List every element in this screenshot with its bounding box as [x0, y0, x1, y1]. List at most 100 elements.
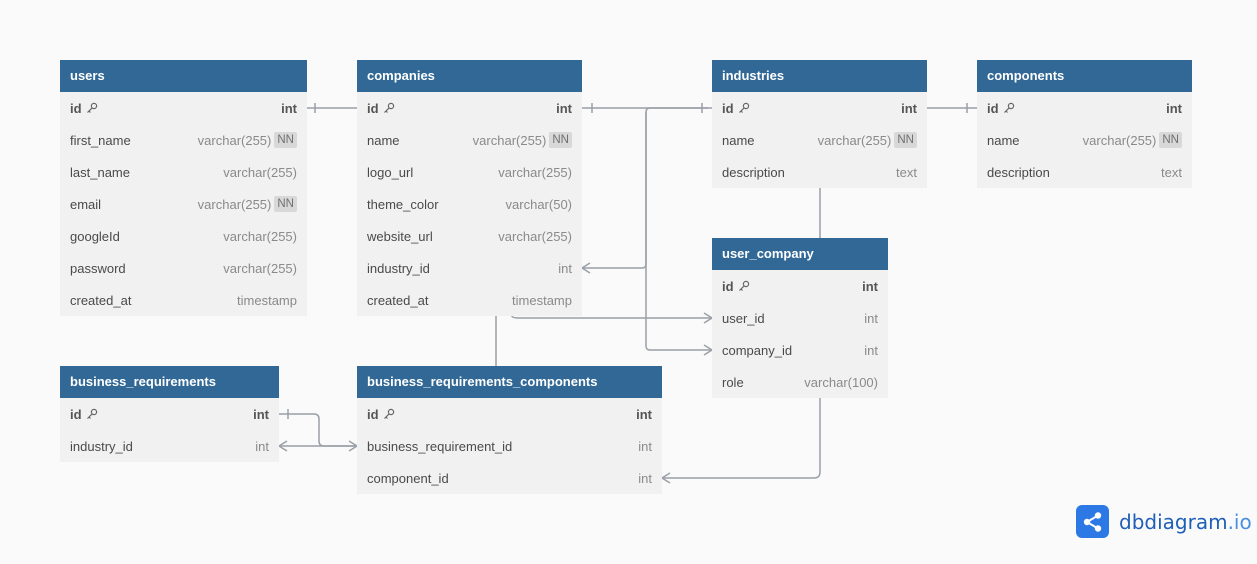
not-null-badge: NN: [274, 132, 297, 148]
field-row[interactable]: email varchar(255)NN: [60, 188, 307, 220]
field-name-text: password: [70, 260, 126, 276]
field-name: id: [722, 279, 862, 294]
field-row[interactable]: description text: [977, 156, 1192, 188]
field-type: timestamp: [512, 293, 572, 308]
field-name-text: id: [722, 278, 734, 294]
field-name-text: component_id: [367, 470, 449, 486]
key-icon: [86, 102, 97, 113]
field-name-text: name: [367, 132, 400, 148]
many-marker: [348, 440, 358, 452]
field-name-text: name: [987, 132, 1020, 148]
field-row[interactable]: business_requirement_id int: [357, 430, 662, 462]
field-name-text: created_at: [70, 292, 132, 308]
table-header[interactable]: industries: [712, 60, 927, 92]
field-type: varchar(255): [223, 165, 297, 180]
link-industries-companies-industry: [582, 107, 708, 269]
field-name-text: id: [367, 100, 379, 116]
field-row[interactable]: component_id int: [357, 462, 662, 494]
field-type-text: varchar(255): [197, 132, 272, 148]
key-icon: [738, 280, 749, 291]
table-header[interactable]: users: [60, 60, 307, 92]
field-name: id: [70, 407, 253, 422]
field-name-text: business_requirement_id: [367, 438, 513, 454]
field-name-text: description: [987, 164, 1050, 180]
field-row[interactable]: name varchar(255)NN: [357, 124, 582, 156]
field-name: component_id: [367, 471, 638, 486]
field-type: varchar(255): [223, 261, 297, 276]
field-name: logo_url: [367, 165, 498, 180]
field-row[interactable]: name varchar(255)NN: [977, 124, 1192, 156]
field-type-text: int: [281, 100, 297, 116]
field-name: last_name: [70, 165, 223, 180]
field-type: int: [556, 101, 572, 116]
table-header[interactable]: business_requirements_components: [357, 366, 662, 398]
key-icon: [383, 102, 394, 113]
field-type-text: varchar(255): [472, 132, 547, 148]
brand-logo[interactable]: dbdiagram.io: [1076, 505, 1252, 538]
many-marker: [661, 472, 671, 484]
field-row[interactable]: id int: [357, 92, 582, 124]
table-header[interactable]: business_requirements: [60, 366, 279, 398]
brand-name-text: dbdiagram: [1119, 509, 1228, 534]
not-null-badge: NN: [549, 132, 572, 148]
field-type: varchar(255): [498, 165, 572, 180]
field-name-text: industry_id: [367, 260, 430, 276]
field-name: googleId: [70, 229, 223, 244]
link-components-brc: [662, 398, 821, 479]
field-row[interactable]: id int: [712, 270, 888, 302]
field-type: int: [281, 101, 297, 116]
field-type-text: int: [638, 470, 652, 486]
field-name-text: industry_id: [70, 438, 133, 454]
not-null-badge: NN: [894, 132, 917, 148]
field-type: varchar(255)NN: [198, 196, 297, 212]
field-name: business_requirement_id: [367, 439, 638, 454]
table-header[interactable]: components: [977, 60, 1192, 92]
field-type-text: text: [1161, 164, 1182, 180]
field-row[interactable]: password varchar(255): [60, 252, 307, 284]
field-type: int: [862, 279, 878, 294]
field-type: varchar(50): [506, 197, 572, 212]
field-type-text: varchar(255): [498, 164, 572, 180]
field-name: password: [70, 261, 223, 276]
field-name: created_at: [367, 293, 512, 308]
field-type: varchar(255)NN: [1083, 132, 1182, 148]
field-type-text: int: [638, 438, 652, 454]
field-name-text: googleId: [70, 228, 120, 244]
field-type-text: int: [556, 100, 572, 116]
field-name-text: email: [70, 196, 102, 212]
field-type-text: timestamp: [512, 292, 572, 308]
table-header[interactable]: user_company: [712, 238, 888, 270]
field-type-text: varchar(255): [498, 228, 572, 244]
table-header[interactable]: companies: [357, 60, 582, 92]
field-type: varchar(255): [498, 229, 572, 244]
field-type-text: int: [864, 342, 878, 358]
